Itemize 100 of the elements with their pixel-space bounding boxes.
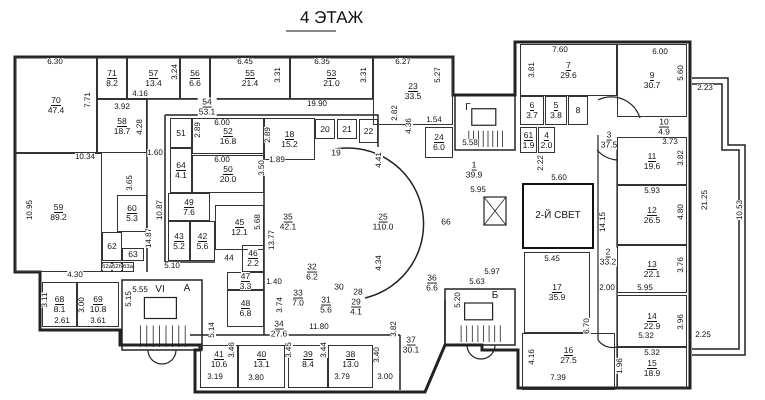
room-outline	[170, 118, 192, 148]
room-number: 57	[148, 68, 158, 78]
room-outline	[102, 232, 122, 261]
dimension-label: 5.60	[677, 65, 685, 81]
room-outline	[168, 193, 210, 221]
room-area-value: 35.9	[548, 293, 566, 302]
room-number: 2-Й СВЕТ	[535, 210, 581, 222]
dimension-label: 5.60	[551, 174, 567, 182]
room-area-value: 53.1	[198, 108, 216, 116]
dimension-label: 5.10	[164, 262, 180, 270]
dimension-label: 5.63	[469, 278, 485, 286]
dimension-label: 3.81	[528, 62, 536, 78]
room-number: 18	[284, 130, 294, 140]
dimension-label: 4.36	[405, 118, 413, 134]
room-number: 15	[647, 358, 657, 368]
room-outline	[568, 96, 588, 125]
room-number: 39	[303, 350, 313, 360]
room-area-value: 1.9	[522, 140, 534, 150]
room-number: 47	[240, 272, 250, 282]
room-number: 38	[346, 350, 356, 360]
dimension-label: 1.96	[616, 358, 624, 374]
floor-title: 4 ЭТАЖ	[300, 8, 364, 28]
room-number: 13	[647, 260, 657, 270]
room-area-value: 8.4	[302, 360, 314, 369]
dimension-label: 5.93	[644, 187, 660, 195]
dimension-label: 13.77	[268, 230, 276, 250]
room-outline	[359, 119, 378, 143]
room-area-value: 7.6	[183, 208, 195, 216]
room-number: 22	[364, 126, 374, 136]
dimension-label: 1.40	[266, 278, 282, 286]
dimension-label: 3.31	[360, 67, 368, 83]
dimension-label: 3.31	[274, 67, 282, 83]
room-area-value: 5.2	[173, 242, 185, 250]
dimension-label: 4.34	[375, 255, 383, 271]
room-area-value: 39.9	[466, 170, 482, 180]
room-number: 46	[248, 249, 258, 259]
room-area-value: 26.5	[644, 216, 660, 224]
room-outline	[522, 183, 594, 249]
room-area-value: 8.1	[54, 305, 66, 314]
room-number: 69	[93, 295, 103, 305]
dimension-label: 7.39	[550, 374, 566, 382]
dimension-label: 5.68	[254, 214, 262, 230]
room-area-value: 6.6	[426, 284, 438, 292]
dimension-label: 5.95	[637, 284, 653, 292]
dimension-label: 3.00	[377, 373, 393, 381]
room-outline	[227, 272, 264, 290]
stair-label: А	[184, 284, 190, 294]
room-area-value: 3.8	[550, 111, 562, 120]
dimension-label: 3.00	[78, 297, 86, 313]
room-area-value: 29.6	[560, 70, 577, 80]
room-area-value: 27.5	[560, 356, 577, 365]
room-number: 51	[176, 128, 186, 138]
room-area-value: 15.2	[281, 140, 298, 148]
dimension-label: 3.80	[248, 374, 264, 382]
room-area-value: 47.4	[48, 106, 64, 114]
room-area-value: 18.9	[644, 368, 660, 378]
room-number: 8	[576, 106, 580, 115]
dimension-label: 7.71	[84, 92, 92, 108]
room-outline	[242, 245, 264, 272]
room-area-value: 6.2	[306, 272, 318, 282]
room-number: 33	[293, 288, 303, 298]
room-area-value: 2.0	[540, 140, 552, 150]
room-area-value: 42.1	[280, 222, 296, 232]
dimension-label: 2.89	[264, 127, 272, 143]
room-number: 40	[256, 350, 266, 360]
dimension-label: 5.58	[462, 139, 478, 147]
room-outline	[170, 148, 192, 193]
room-number: 23	[408, 82, 418, 92]
room-number: 71	[107, 68, 117, 78]
room-number: 11	[648, 152, 656, 162]
room-area-value: 3.3	[240, 282, 252, 290]
room-number: 35	[283, 212, 293, 222]
dimension-label: 21.25	[701, 190, 709, 210]
room-number: 29	[351, 298, 361, 308]
room-number: 59	[54, 203, 64, 213]
dimension-label: 3.40	[373, 347, 381, 363]
dimension-label: 6.35	[314, 58, 330, 66]
dimension-label: 4.16	[528, 349, 536, 365]
room-outline	[97, 57, 127, 99]
room-number: 64	[176, 161, 186, 171]
room-area-value: 18.7	[114, 126, 130, 136]
dimension-label: 19.90	[306, 100, 328, 108]
room-number: 32	[307, 262, 317, 272]
room-area-value: 19.6	[644, 162, 660, 170]
room-area-value: 16.8	[220, 136, 236, 146]
room-number: 17	[552, 283, 562, 293]
dimension-label: 10.34	[74, 153, 96, 161]
room-outline	[545, 96, 567, 125]
room-number: 28	[353, 288, 363, 296]
dimension-label: 5.97	[484, 268, 500, 276]
dimension-label: 14.87	[145, 228, 153, 248]
room-number: 14	[647, 312, 657, 322]
dimension-label: 6.45	[237, 58, 253, 66]
stair-label: Г	[465, 103, 471, 113]
room-number: 61	[524, 130, 534, 140]
room-area-value: 10.8	[90, 305, 106, 314]
room-area-value: 5.6	[320, 306, 332, 314]
dimension-label: 2.89	[194, 122, 202, 138]
room-number: 60	[127, 204, 137, 214]
room-area-value: 13.4	[145, 78, 162, 88]
